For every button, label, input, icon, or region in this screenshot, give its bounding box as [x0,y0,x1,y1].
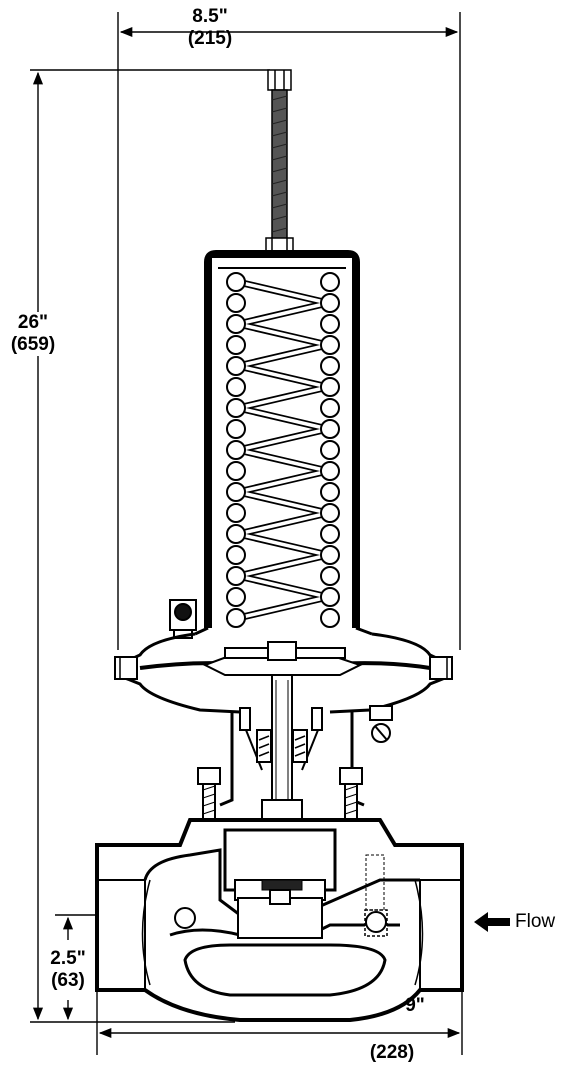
dim-face-to-face-imperial: 9" [405,995,425,1016]
dim-height: 26" (659) [0,312,66,356]
dim-face-to-face: 9" [370,995,460,1017]
gauge-port [369,705,393,743]
dim-top-width: 8.5" (215) [150,6,270,50]
dim-top-width-imperial: 8.5" [192,6,228,27]
flow-label: Flow [515,911,556,932]
dim-height-metric: (659) [10,334,56,355]
adjusting-screw [265,69,294,275]
vent-plug [169,599,197,639]
left-arrow-icon [474,912,510,932]
dim-top-width-metric: (215) [187,28,233,49]
valve-body [95,818,464,1022]
dimension-lines [30,12,463,1055]
dim-face-to-face-metric-box: (228) [352,1042,432,1064]
dim-inlet-center-imperial: 2.5" [50,948,86,969]
dim-face-to-face-metric: (228) [369,1042,415,1063]
dim-inlet-center-metric: (63) [51,970,85,991]
diaphragm-case [114,632,453,714]
dim-height-imperial: 26" [17,312,49,333]
spring-coils [226,272,340,628]
dim-inlet-center: 2.5" (63) [42,948,94,992]
